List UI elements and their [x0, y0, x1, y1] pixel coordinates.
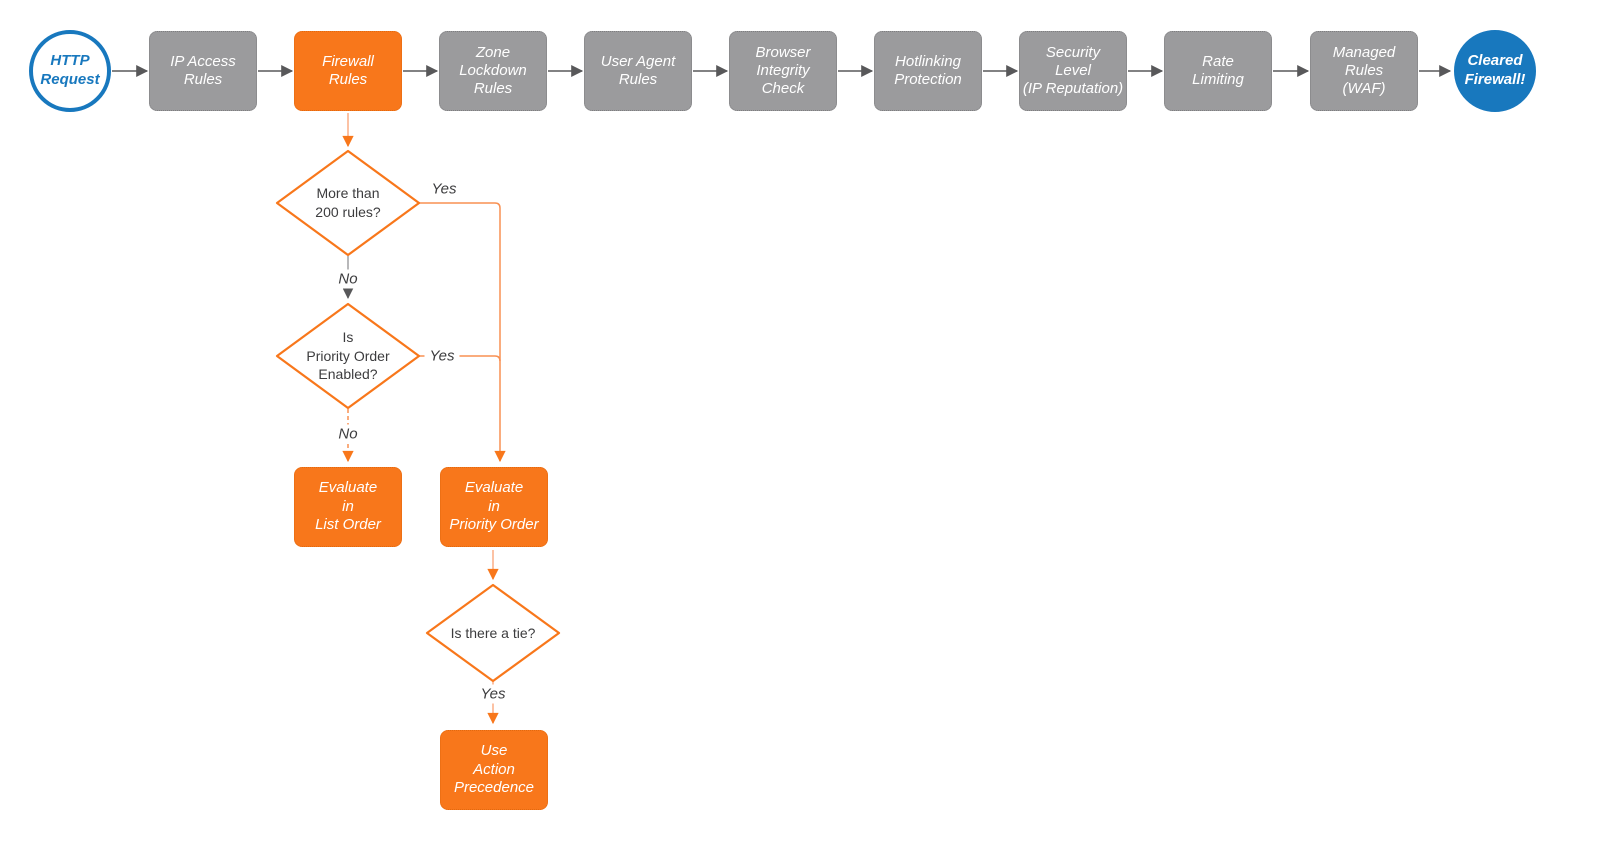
stage-managed-rules-waf: Managed Rules (WAF): [1310, 31, 1418, 111]
stage-label: Browser Integrity Check: [755, 43, 811, 98]
stage-user-agent-rules: User Agent Rules: [584, 31, 692, 111]
stage-browser-integrity-check: Browser Integrity Check: [729, 31, 837, 111]
connector-priority-yes-join: [419, 355, 501, 362]
edge-label-priority-yes: Yes: [424, 346, 460, 366]
stage-rate-limiting: Rate Limiting: [1164, 31, 1272, 111]
edge-label-more-rules-no: No: [333, 269, 363, 289]
edge-label-more-rules-yes: Yes: [426, 179, 462, 199]
stage-zone-lockdown-rules: Zone Lockdown Rules: [439, 31, 547, 111]
action-label: Evaluate in List Order: [315, 478, 381, 534]
end-node-label: Cleared Firewall!: [1464, 52, 1526, 88]
decision-priority-order-enabled-label: Is Priority Order Enabled?: [306, 328, 390, 383]
start-node-http-request: HTTP Request: [29, 30, 111, 112]
stage-label: User Agent Rules: [600, 52, 676, 88]
decision-priority-order-enabled-shape: [275, 302, 421, 410]
end-node-cleared-firewall: Cleared Firewall!: [1454, 30, 1536, 112]
stage-label: Managed Rules (WAF): [1332, 43, 1396, 98]
action-evaluate-in-priority-order: Evaluate in Priority Order: [440, 467, 548, 547]
action-label: Evaluate in Priority Order: [449, 478, 539, 534]
decision-is-there-a-tie-shape: [425, 583, 561, 683]
stage-hotlinking-protection: Hotlinking Protection: [874, 31, 982, 111]
action-use-action-precedence: Use Action Precedence: [440, 730, 548, 810]
stage-ip-access-rules: IP Access Rules: [149, 31, 257, 111]
action-label: Use Action Precedence: [453, 741, 535, 797]
stage-security-level-ip-reputation: Security Level (IP Reputation): [1019, 31, 1127, 111]
edge-label-priority-no: No: [333, 424, 363, 444]
stage-label: Zone Lockdown Rules: [459, 43, 527, 98]
edge-label-tie-yes: Yes: [475, 684, 511, 704]
stage-label: Security Level (IP Reputation): [1022, 43, 1124, 98]
decision-is-there-a-tie-label: Is there a tie?: [450, 624, 536, 641]
stage-firewall-rules: Firewall Rules: [294, 31, 402, 111]
decision-more-than-200-rules-label: More than 200 rules?: [315, 185, 381, 220]
action-evaluate-in-list-order: Evaluate in List Order: [294, 467, 402, 547]
stage-label: Rate Limiting: [1192, 52, 1244, 88]
stage-label: IP Access Rules: [170, 52, 236, 88]
decision-more-than-200-rules-shape: [275, 149, 421, 257]
stage-label: Firewall Rules: [322, 52, 374, 88]
stage-label: Hotlinking Protection: [894, 52, 962, 88]
connector-more-rules-yes-to-priority-order-box: [419, 202, 506, 463]
start-node-label: HTTP Request: [40, 52, 100, 88]
